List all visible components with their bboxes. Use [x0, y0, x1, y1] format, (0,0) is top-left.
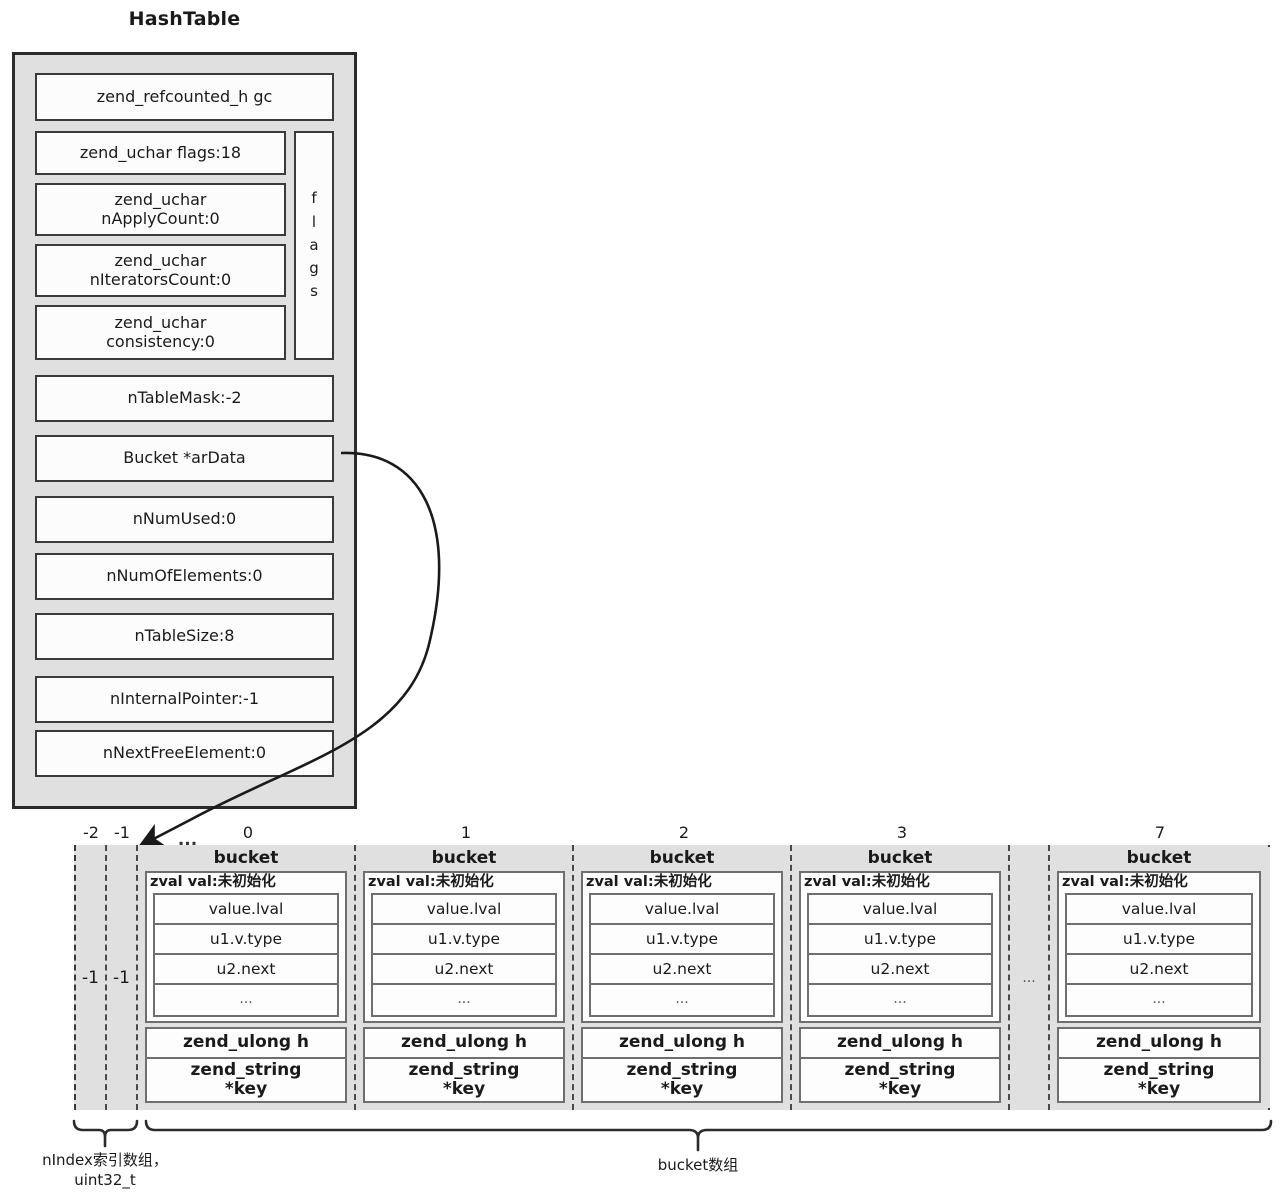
zval-row-ellipsis: ...: [893, 990, 907, 1007]
index-label-0: 0: [242, 823, 254, 842]
bucket-key-box: zend_ulong h zend_string *key: [363, 1026, 565, 1103]
index-label--2: -2: [83, 823, 99, 842]
key-row-zend-ulong-h: zend_ulong h: [147, 1029, 345, 1059]
zval-row-u1-v-type: u1.v.type: [155, 925, 337, 955]
key-row-zend-string-key: zend_string *key: [1103, 1059, 1215, 1099]
zval-box: zval val:未初始化 value.lval u1.v.type u2.ne…: [1057, 871, 1261, 1023]
flags-letter-f: f: [311, 189, 317, 208]
key-row-zend-string-key: zend_string *key: [190, 1059, 302, 1099]
field-zend-refcounted-h-gc: zend_refcounted_h gc: [35, 73, 334, 121]
bucket-key-box: zend_ulong h zend_string *key: [145, 1026, 347, 1103]
key-row-zend-string-key: zend_string *key: [408, 1059, 520, 1099]
zval-row-ellipsis: ...: [457, 990, 471, 1007]
bucket-title: bucket: [213, 848, 279, 868]
flags-letter-s: s: [310, 282, 318, 301]
zval-row-value-lval: value.lval: [591, 895, 773, 925]
zval-row-u2-next: u2.next: [155, 955, 337, 985]
zval-row-u2-next: u2.next: [373, 955, 555, 985]
zval-fields: value.lval u1.v.type u2.next ...: [371, 892, 557, 1017]
bucket-cell: bucket zval val:未初始化 value.lval u1.v.typ…: [574, 845, 792, 1110]
zval-header: zval val:未初始化: [804, 874, 930, 890]
zval-box: zval val:未初始化 value.lval u1.v.type u2.ne…: [799, 871, 1001, 1023]
zval-row-ellipsis: ...: [239, 990, 253, 1007]
bucket-cell: bucket zval val:未初始化 value.lval u1.v.typ…: [138, 845, 356, 1110]
nindex-value: -1: [82, 967, 99, 988]
bucket-cell: bucket zval val:未初始化 value.lval u1.v.typ…: [356, 845, 574, 1110]
index-label--1: -1: [114, 823, 130, 842]
zval-fields: value.lval u1.v.type u2.next ...: [807, 892, 993, 1017]
gap-ellipsis-text: ...: [1022, 969, 1036, 986]
zval-row-u1-v-type: u1.v.type: [373, 925, 555, 955]
field-zend-uchar-napplycount: zend_uchar nApplyCount:0: [35, 183, 286, 236]
flags-letter-a: a: [309, 235, 319, 254]
zval-row-value-lval: value.lval: [373, 895, 555, 925]
zval-fields: value.lval u1.v.type u2.next ...: [153, 892, 339, 1017]
field-zend-uchar-niteratorscount: zend_uchar nIteratorsCount:0: [35, 244, 286, 297]
bucket-key-box: zend_ulong h zend_string *key: [799, 1026, 1001, 1103]
zval-row-ellipsis: ...: [675, 990, 689, 1007]
flags-column: f l a g s: [294, 131, 334, 360]
caption-nindex: nIndex索引数组， uint32_t: [42, 1151, 168, 1190]
bucket-title: bucket: [649, 848, 715, 868]
key-row-zend-ulong-h: zend_ulong h: [1059, 1029, 1259, 1059]
zval-fields: value.lval u1.v.type u2.next ...: [589, 892, 775, 1017]
flags-letter-g: g: [309, 259, 319, 278]
caption-bucket-array: bucket数组: [657, 1156, 739, 1174]
bucket-key-box: zend_ulong h zend_string *key: [581, 1026, 783, 1103]
zval-header: zval val:未初始化: [368, 874, 494, 890]
zval-box: zval val:未初始化 value.lval u1.v.type u2.ne…: [581, 871, 783, 1023]
key-row-zend-string-key: zend_string *key: [844, 1059, 956, 1099]
nindex-value: -1: [113, 967, 130, 988]
bucket-title: bucket: [431, 848, 497, 868]
index-label-7: 7: [1154, 823, 1166, 842]
bucket-title: bucket: [867, 848, 933, 868]
bucket-key-box: zend_ulong h zend_string *key: [1057, 1026, 1261, 1103]
field-zend-uchar-consistency: zend_uchar consistency:0: [35, 305, 286, 360]
flags-letter-l: l: [311, 212, 317, 231]
nindex-cell--1: -1: [107, 845, 138, 1110]
zval-header: zval val:未初始化: [1062, 874, 1188, 890]
zval-header: zval val:未初始化: [150, 874, 276, 890]
index-label-1: 1: [460, 823, 472, 842]
key-row-zend-ulong-h: zend_ulong h: [583, 1029, 781, 1059]
zval-row-ellipsis: ...: [1152, 990, 1166, 1007]
zval-row-u1-v-type: u1.v.type: [809, 925, 991, 955]
bucket-title: bucket: [1126, 848, 1192, 868]
bucket-cell: bucket zval val:未初始化 value.lval u1.v.typ…: [1050, 845, 1268, 1110]
zval-box: zval val:未初始化 value.lval u1.v.type u2.ne…: [145, 871, 347, 1023]
hashtable-title: HashTable: [128, 8, 241, 30]
zval-row-u1-v-type: u1.v.type: [1067, 925, 1251, 955]
zval-fields: value.lval u1.v.type u2.next ...: [1065, 892, 1253, 1017]
zval-header: zval val:未初始化: [586, 874, 712, 890]
zval-box: zval val:未初始化 value.lval u1.v.type u2.ne…: [363, 871, 565, 1023]
key-row-zend-ulong-h: zend_ulong h: [801, 1029, 999, 1059]
index-label-2: 2: [678, 823, 690, 842]
zval-row-value-lval: value.lval: [1067, 895, 1251, 925]
zval-row-u1-v-type: u1.v.type: [591, 925, 773, 955]
field-ntablemask: nTableMask:-2: [35, 375, 334, 422]
zval-row-u2-next: u2.next: [591, 955, 773, 985]
field-zend-uchar-flags: zend_uchar flags:18: [35, 131, 286, 175]
key-row-zend-ulong-h: zend_ulong h: [365, 1029, 563, 1059]
zval-row-value-lval: value.lval: [809, 895, 991, 925]
zval-row-u2-next: u2.next: [809, 955, 991, 985]
bucket-gap-ellipsis: ...: [1010, 845, 1050, 1110]
nindex-cell--2: -1: [76, 845, 107, 1110]
key-row-zend-string-key: zend_string *key: [626, 1059, 738, 1099]
bucket-cell: bucket zval val:未初始化 value.lval u1.v.typ…: [792, 845, 1010, 1110]
zval-row-value-lval: value.lval: [155, 895, 337, 925]
zval-row-u2-next: u2.next: [1067, 955, 1251, 985]
index-label-3: 3: [896, 823, 908, 842]
